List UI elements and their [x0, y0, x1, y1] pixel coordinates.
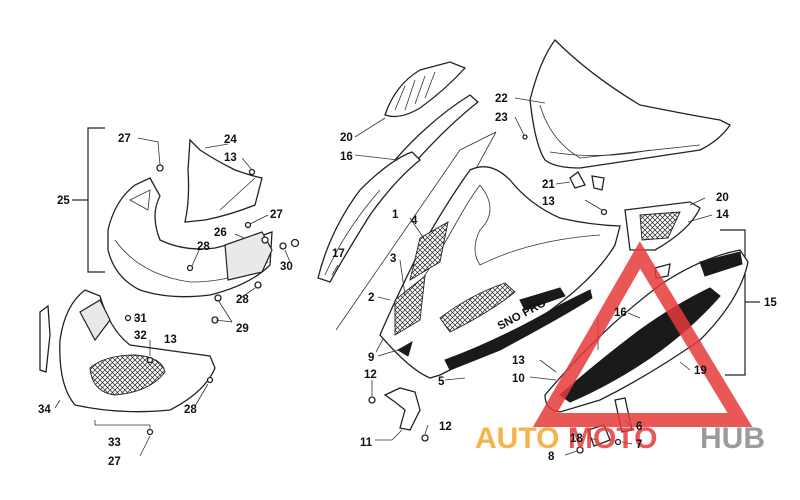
watermark-part3: HUB: [700, 422, 765, 455]
callout-17: 17: [332, 248, 345, 260]
callout-14: 14: [716, 209, 729, 221]
watermark: AUTO MOTO HUB: [475, 241, 765, 455]
callout-24: 24: [224, 134, 237, 146]
watermark-triangle: [532, 241, 753, 427]
callout-4: 4: [411, 215, 418, 227]
screw-12a: [368, 396, 376, 404]
callout-12a: 12: [364, 369, 377, 381]
callout-3: 3: [390, 253, 396, 265]
hood-mesh-lower: [439, 282, 516, 333]
upper-cover-24: [184, 138, 263, 223]
callout-31: 31: [134, 313, 147, 325]
emblem-9: [397, 340, 413, 357]
rivet-28c: [206, 376, 214, 384]
callout-25: 25: [57, 195, 70, 207]
callout-20b: 20: [716, 192, 729, 204]
callout-13a: 13: [224, 152, 237, 164]
front-bracket-11: [383, 387, 421, 431]
screw-27c: [146, 428, 154, 436]
callout-32: 32: [134, 330, 147, 342]
callout-21: 21: [542, 179, 555, 191]
left-assembly: [39, 127, 300, 457]
screw-12b: [421, 434, 429, 442]
hood-mesh-4: [409, 221, 449, 281]
screw-13a: [248, 168, 256, 176]
watermark-part1: AUTO: [475, 422, 559, 455]
watermark-part2: MOTO: [568, 422, 657, 455]
callout-34: 34: [38, 404, 51, 416]
hood-decal-stripe: [444, 289, 593, 371]
callout-28a: 28: [197, 241, 210, 253]
hood-assembly: SNO PRO: [317, 61, 621, 442]
callout-16b: 16: [614, 307, 627, 319]
callout-10: 10: [512, 373, 525, 385]
callout-13c: 13: [542, 196, 555, 208]
windshield-assembly: [514, 39, 731, 216]
screw-31: [124, 314, 132, 322]
callout-27a: 27: [118, 133, 131, 145]
callout-labels: 27 24 13 25 27 26 28 30 28 29 31 32 13 3…: [38, 93, 777, 468]
nut-8: [576, 446, 584, 454]
callout-20a: 20: [340, 132, 353, 144]
hood-vent-20a: [384, 61, 467, 118]
screw-27a: [156, 164, 164, 172]
callout-27b: 27: [270, 209, 283, 221]
callout-11: 11: [360, 437, 373, 449]
callout-28b: 28: [236, 294, 249, 306]
callout-8: 8: [548, 451, 555, 463]
windshield-22: [529, 39, 731, 169]
callout-13d: 13: [512, 355, 525, 367]
callout-28c: 28: [184, 404, 197, 416]
callout-30: 30: [280, 261, 293, 273]
screw-13b: [146, 356, 154, 364]
callout-22: 22: [495, 93, 508, 105]
bellypan-mesh: [89, 354, 166, 396]
trim-strip-34: [39, 304, 51, 373]
side-rail-17: [317, 151, 421, 283]
callout-2: 2: [368, 292, 374, 304]
washer-7: [614, 438, 622, 446]
callout-7: 7: [636, 439, 642, 451]
screw-29a: [214, 294, 222, 302]
hood-mesh-3: [394, 274, 426, 336]
washer-30a: [261, 236, 269, 244]
seal-strip-16a: [393, 94, 480, 169]
callout-9: 9: [368, 352, 374, 364]
callout-1: 1: [392, 209, 399, 221]
callout-5: 5: [438, 376, 445, 388]
side-plate-26: [224, 231, 273, 281]
callout-6: 6: [636, 421, 642, 433]
lower-bellypan: [59, 289, 216, 413]
washer-30b: [279, 242, 287, 250]
bracket-21b: [591, 175, 605, 191]
callout-26: 26: [214, 227, 227, 239]
rivet-28a: [186, 264, 194, 272]
callout-33: 33: [108, 437, 121, 449]
rivet-28b: [254, 281, 262, 289]
callout-29: 29: [236, 323, 249, 335]
callout-23: 23: [495, 112, 508, 124]
callout-19: 19: [694, 365, 707, 377]
callout-13b: 13: [164, 334, 177, 346]
callout-18: 18: [570, 433, 583, 445]
nut-30: [290, 238, 300, 248]
screw-13c: [600, 208, 608, 216]
bracket-25: [87, 127, 105, 273]
screw-23: [522, 134, 528, 140]
screw-27b: [244, 221, 252, 229]
callout-15: 15: [764, 297, 777, 309]
callout-27c: 27: [108, 456, 121, 468]
bracket-21a: [569, 171, 586, 189]
callout-12b: 12: [439, 421, 452, 433]
callout-16a: 16: [340, 151, 353, 163]
